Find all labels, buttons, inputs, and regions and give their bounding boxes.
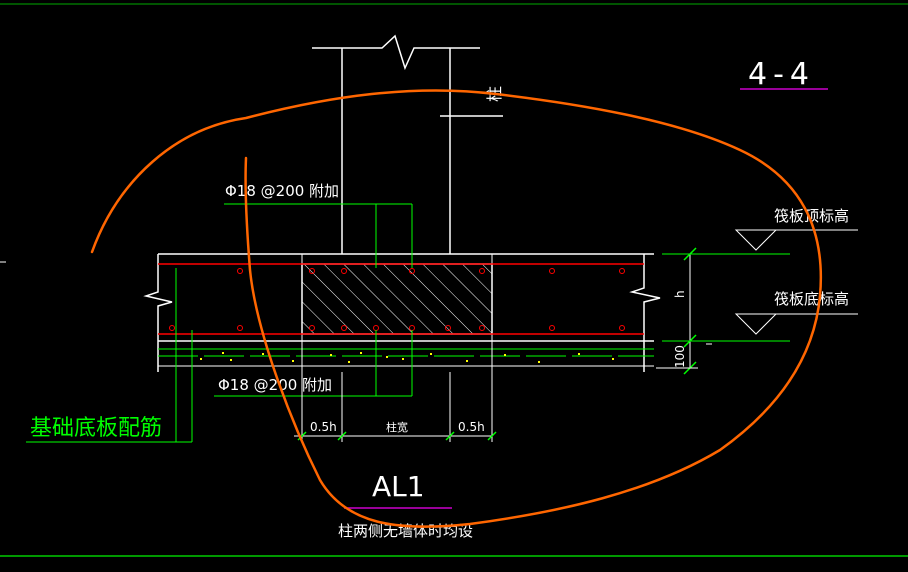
rebar-dot	[341, 268, 347, 274]
vertical-dimension	[656, 247, 712, 375]
base-rebar-label: 基础底板配筋	[30, 416, 162, 441]
rebar-dot	[479, 325, 485, 331]
raft-bottom-label: 筏板底标高	[774, 290, 849, 308]
raft-slab	[143, 253, 661, 372]
base-rebar-leaders	[26, 268, 193, 443]
top-rebar-leaders	[224, 203, 413, 268]
dim-left-label: 0.5h	[310, 420, 337, 434]
cushion-speckles	[200, 352, 614, 363]
raft-bottom-elevation-marker: 筏板底标高	[662, 290, 858, 342]
section-title: 4-4	[748, 57, 815, 92]
beam-label: AL1	[372, 470, 425, 503]
rebar-dot	[237, 325, 243, 331]
thickness-label: h	[673, 290, 687, 298]
rebar-dot	[409, 268, 415, 274]
horizontal-dimension	[294, 341, 497, 442]
raft-top-elevation-marker: 筏板顶标高	[662, 207, 858, 255]
dim-middle-label: 柱宽	[386, 420, 408, 434]
column-break-line	[312, 34, 480, 71]
rebar-dot	[445, 325, 451, 331]
rebar-dot	[549, 325, 555, 331]
rebar-dot	[619, 325, 625, 331]
rebar-dot	[237, 268, 243, 274]
hatched-column-zone	[301, 263, 493, 335]
left-break-line	[143, 254, 173, 372]
column	[312, 34, 503, 254]
rebar-dots	[169, 268, 625, 331]
dim-right-label: 0.5h	[458, 420, 485, 434]
right-break-line	[629, 254, 661, 372]
rebar-dot	[309, 325, 315, 331]
rebar-dot	[341, 325, 347, 331]
rebar-dot	[169, 325, 175, 331]
cushion-thickness-label: 100	[673, 345, 687, 368]
raft-top-label: 筏板顶标高	[774, 207, 849, 225]
bottom-rebar-leaders	[214, 330, 413, 397]
top-rebar-note: Φ18 @200 附加	[225, 182, 339, 200]
rebar-dot	[479, 268, 485, 274]
hand-drawn-annotation-curve	[90, 89, 823, 528]
cushion-layer	[158, 348, 654, 367]
bottom-rebar-note: Φ18 @200 附加	[218, 376, 332, 394]
rebar-dot	[619, 268, 625, 274]
rebar-dot	[309, 268, 315, 274]
rebar-dot	[549, 268, 555, 274]
